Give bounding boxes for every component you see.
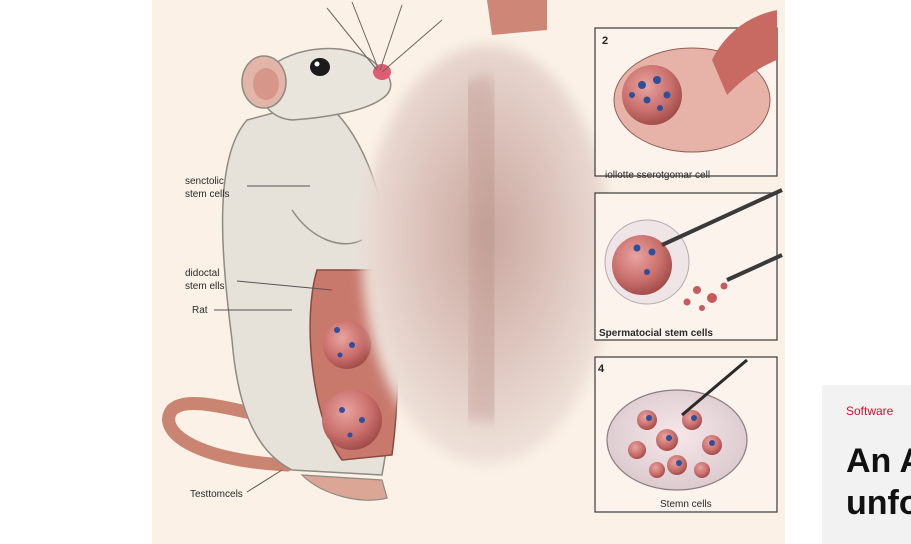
panel-2-number: 2: [602, 35, 608, 47]
article-card[interactable]: Software An A unfo: [822, 385, 911, 544]
panel-4-caption: Stemn cells: [660, 499, 712, 510]
label-testtomcels: Testtomcels: [190, 489, 243, 500]
panel-2-caption: iollotte sserotgomar cell: [605, 170, 710, 181]
article-headline[interactable]: An A unfo: [846, 440, 911, 524]
article-headline-line-1: An A: [846, 440, 911, 482]
organ-top-fragment: [487, 0, 547, 35]
rat-eye-highlight: [315, 62, 320, 67]
article-illustration: 2 iollotte sserotgomar cell Spermatocial…: [152, 0, 785, 544]
label-senctolic-line2: stem cells: [185, 189, 229, 200]
rat-foot: [302, 475, 387, 500]
rat-inner-ear: [253, 68, 279, 100]
panel-4-number: 4: [598, 363, 605, 375]
label-didoctal-line1: didoctal: [185, 268, 219, 279]
rat-eye: [310, 58, 330, 76]
blurred-shape: [472, 80, 491, 420]
label-rat: Rat: [192, 305, 208, 316]
article-category[interactable]: Software: [846, 404, 893, 418]
panel-3-caption: Spermatocial stem cells: [599, 328, 713, 339]
article-headline-line-2: unfo: [846, 482, 911, 524]
rat-stem-cell-diagram: 2 iollotte sserotgomar cell Spermatocial…: [152, 0, 785, 544]
label-senctolic-line1: senctolic: [185, 176, 224, 187]
label-didoctal-line2: stem ells: [185, 281, 224, 292]
leader-testtomcels: [247, 470, 282, 492]
testis-upper: [323, 321, 371, 369]
testis-lower: [322, 390, 382, 450]
